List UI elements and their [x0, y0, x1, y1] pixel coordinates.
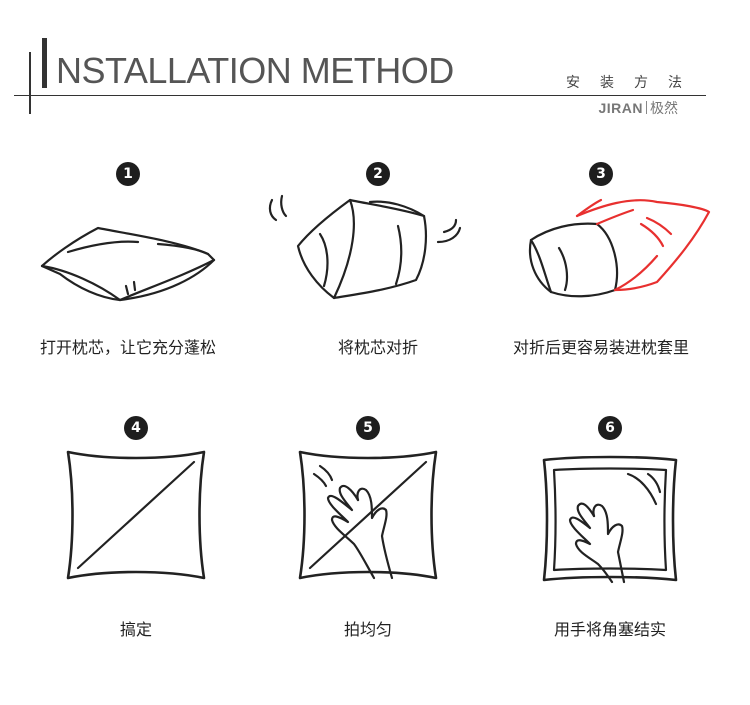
step-caption: 拍均匀 — [343, 620, 392, 639]
brand-name-cn: 极然 — [650, 101, 678, 117]
brand-name-latin: JIRAN — [598, 100, 643, 116]
step-caption: 用手将角塞结实 — [553, 620, 666, 639]
step-number-badge: 1 — [116, 162, 140, 186]
finished-pillow-icon — [66, 450, 206, 580]
step-4: 4 搞定 — [16, 416, 256, 639]
header-divider — [14, 95, 706, 96]
brand-separator — [646, 101, 647, 114]
fluffed-pillow-icon — [40, 226, 216, 302]
step-2: 2 将枕芯对折 — [258, 162, 498, 362]
page-title: NSTALLATION METHOD — [56, 50, 454, 92]
step-number-badge: 4 — [124, 416, 148, 440]
brand-logo: JIRAN 极然 — [598, 98, 678, 118]
step-number-badge: 3 — [589, 162, 613, 186]
pat-pillow-icon — [298, 450, 438, 580]
step-1: 1 打开枕芯，让它充分蓬松 — [8, 162, 248, 362]
folded-pillow-icon — [268, 194, 462, 300]
step-6: 6 用手将角塞结实 — [490, 416, 730, 639]
step-3: 3 对折后更容易装进枕套里 — [481, 162, 721, 362]
step-number-badge: 6 — [598, 416, 622, 440]
step-5: 5 拍均匀 — [248, 416, 488, 639]
tuck-corners-icon — [542, 455, 678, 584]
pillow-into-cover-icon — [528, 198, 711, 298]
step-caption: 将枕芯对折 — [337, 338, 418, 357]
step-number-badge: 2 — [366, 162, 390, 186]
title-initial-bar — [42, 38, 47, 88]
header-accent-line — [29, 52, 31, 114]
step-caption: 搞定 — [119, 620, 152, 639]
step-caption: 打开枕芯，让它充分蓬松 — [39, 338, 216, 357]
page-header: NSTALLATION METHOD 安装方法 JIRAN 极然 — [0, 0, 750, 130]
page-subtitle: 安装方法 — [566, 75, 702, 91]
step-caption: 对折后更容易装进枕套里 — [512, 338, 689, 357]
page-title-rest: NSTALLATION METHOD — [56, 50, 454, 91]
step-number-badge: 5 — [356, 416, 380, 440]
